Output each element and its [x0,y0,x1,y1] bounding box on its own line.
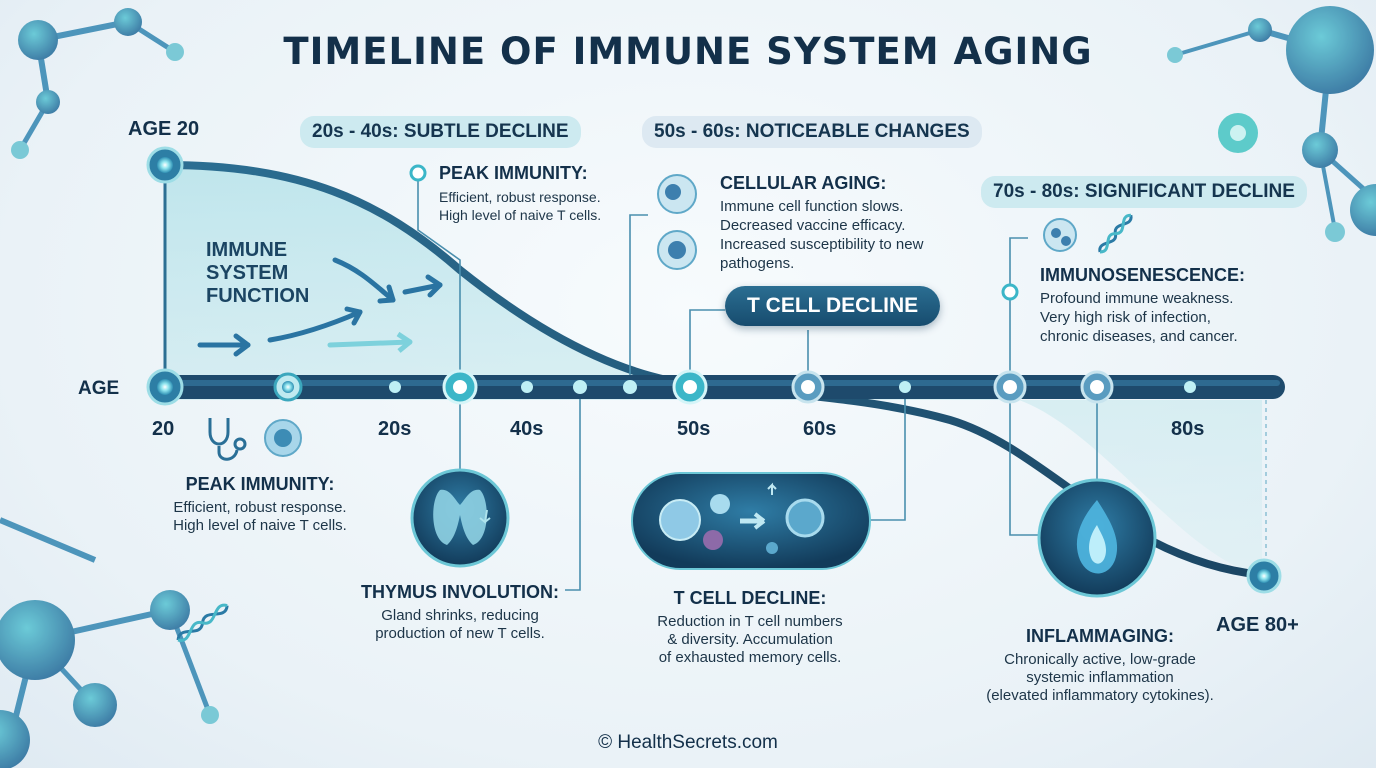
callout-peak-immunity-bottom: PEAK IMMUNITY: Efficient, robust respons… [145,474,375,535]
axis-nodes [146,368,1196,406]
callout-line: High level of naive T cells. [173,517,347,534]
molecule-decoration-bottom-left [0,517,219,768]
macrophage-icon [657,174,697,214]
callout-title: PEAK IMMUNITY: [439,163,588,183]
tick-label: 20 [152,418,175,440]
flow-arrows [197,257,443,357]
phase-pill-70s-80s: 70s - 80s: SIGNIFICANT DECLINE [981,176,1307,208]
callout-title: T CELL DECLINE: [673,588,827,608]
stethoscope-icon [208,418,247,461]
callout-t-cell-decline: T CELL DECLINE: Reduction in T cell numb… [620,588,880,667]
callout-line: Immune cell function slows. [720,198,904,215]
callout-line: (elevated inflammatory cytokines). [986,687,1214,704]
phase-pill-50s-60s: 50s - 60s: NOTICEABLE CHANGES [642,116,982,148]
callout-line: Chronically active, low-grade [1004,651,1196,668]
callout-line: & diversity. Accumulation [667,631,833,648]
page-title: TIMELINE OF IMMUNE SYSTEM AGING [283,30,1093,73]
callout-line: Very high risk of infection, [1040,309,1211,326]
thymus-icon [410,468,510,568]
age-axis [160,375,1285,399]
callout-thymus-involution: THYMUS INVOLUTION: Gland shrinks, reduci… [335,582,585,643]
cell-cluster-icon [1043,218,1077,252]
callout-line: Decreased vaccine efficacy. [720,217,906,234]
callout-line: Efficient, robust response. [173,499,347,516]
immune-function-area [165,165,1262,575]
axis-label: AGE [78,378,120,399]
t-cells-to-virus-icon [631,472,871,570]
phase-pill-20s-40s: 20s - 40s: SUBTLE DECLINE [300,116,581,148]
tick-label: 40s [510,418,544,440]
copyright-footer: © HealthSecrets.com [598,732,778,753]
molecule-decoration-top-left [11,8,184,159]
callout-title: IMMUNOSENESCENCE: [1040,265,1246,285]
callout-title: THYMUS INVOLUTION: [361,582,559,602]
tick-label: 20s [378,418,412,440]
callout-title: CELLULAR AGING: [720,173,887,193]
callout-line: Gland shrinks, reducing [381,607,539,624]
callout-line: chronic diseases, and cancer. [1040,328,1238,345]
flame-icon [1037,478,1157,598]
callout-title: INFLAMMAGING: [1026,626,1174,646]
callout-immunosenescence: IMMUNOSENESCENCE: Profound immune weakne… [1040,265,1245,346]
tick-label: 80s [1171,418,1205,440]
callout-line: pathogens. [720,255,795,272]
callout-peak-immunity-top: PEAK IMMUNITY: Efficient, robust respons… [439,163,601,224]
callout-line: Efficient, robust response. [439,189,601,205]
dna-icon [176,603,229,642]
molecule-decoration-top-right [1167,6,1376,242]
t-cell-decline-badge: T CELL DECLINE [725,286,941,326]
lymphocyte-icon [657,230,697,270]
tick-label: 60s [803,418,837,440]
callout-cellular-aging: CELLULAR AGING: Immune cell function slo… [720,173,923,273]
callout-line: Profound immune weakness. [1040,290,1234,307]
callout-inflammaging: INFLAMMAGING: Chronically active, low-gr… [960,626,1240,705]
callout-line: of exhausted memory cells. [658,649,842,666]
callout-line: Reduction in T cell numbers [657,613,843,630]
callout-line: High level of naive T cells. [439,207,602,223]
end-age-label: AGE 80+ [1216,614,1299,636]
callout-line: Increased susceptibility to new [720,236,924,253]
cell-icon [264,419,302,457]
start-age-label: AGE 20 [128,118,200,140]
curve-label: IMMUNE SYSTEM FUNCTION [206,239,310,307]
callout-line: production of new T cells. [375,625,545,642]
virus-icon [1218,113,1258,153]
callout-title: PEAK IMMUNITY: [185,474,335,494]
tick-label: 50s [677,418,711,440]
callout-line: systemic inflammation [1026,669,1174,686]
